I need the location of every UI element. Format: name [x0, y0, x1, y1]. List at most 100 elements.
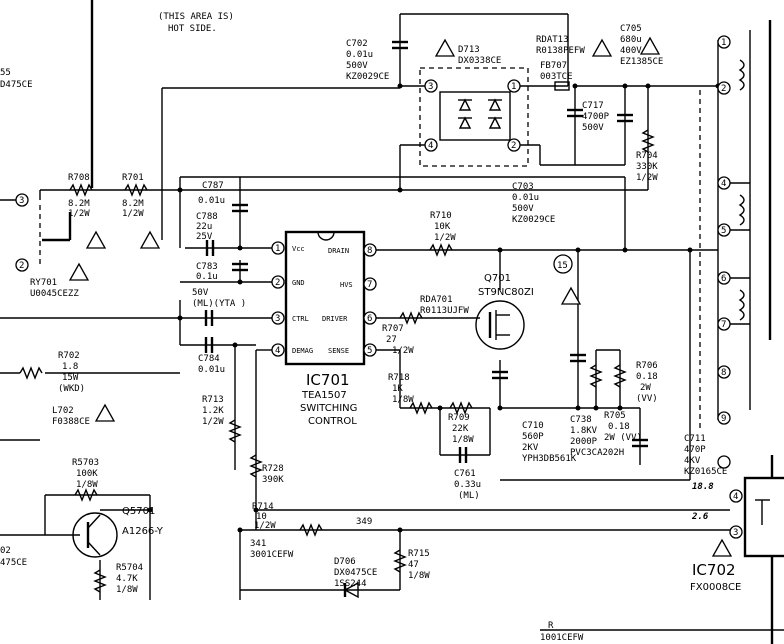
- ic701-pin-vcc: Vcc: [292, 245, 305, 253]
- l702-part: F0388CE: [52, 417, 90, 427]
- q5701-part: A1266-Y: [122, 526, 164, 537]
- mosfet-q701: [475, 300, 525, 350]
- pin-number: 4: [721, 179, 726, 189]
- r713-power: 1/2W: [202, 417, 224, 427]
- d706-part: DX0475CE: [334, 568, 377, 578]
- r718-power: 1/8W: [392, 395, 414, 405]
- ic701-pin-gnd: GND: [292, 279, 305, 287]
- pin-number: 7: [367, 280, 372, 290]
- pin-number: 5: [721, 226, 726, 236]
- ic701-pin-circles: [271, 241, 377, 357]
- c784-value: 0.01u: [198, 365, 225, 375]
- r710-value: 10K: [434, 222, 451, 232]
- r5704-label: R5704: [116, 563, 143, 573]
- r713-value: 1.2K: [202, 406, 224, 416]
- r704-value: 330K: [636, 162, 658, 172]
- q5701-label: Q5701: [122, 506, 155, 517]
- c702-part: KZ0029CE: [346, 72, 389, 82]
- pin-number: 3: [19, 196, 24, 206]
- test-point-circle: [553, 254, 573, 274]
- ic701-pin-drain: DRAIN: [328, 247, 349, 255]
- warning-icon: [434, 38, 456, 57]
- r705-label: R705: [604, 411, 626, 421]
- c717-value: 4700P: [582, 112, 610, 122]
- ic702-pin-circles: [729, 489, 743, 539]
- pin-number: 2: [275, 278, 280, 288]
- ic701-func-2: CONTROL: [308, 416, 357, 427]
- ic702-optocoupler: [743, 476, 784, 558]
- pin-number: 8: [367, 246, 372, 256]
- warning-icon: [85, 230, 107, 249]
- c761-label: C761: [454, 469, 476, 479]
- hot-side-note-2: HOT SIDE.: [168, 24, 217, 34]
- c787-label: C787: [202, 181, 224, 191]
- warning-icon: [560, 286, 582, 305]
- ic701-pin-driver: DRIVER: [322, 315, 348, 323]
- pin-number: 4: [428, 141, 433, 151]
- c710-part: YPH3DB561K: [522, 454, 577, 464]
- c705-part: EZ1385CE: [620, 57, 663, 67]
- pin-number: 4: [275, 346, 280, 356]
- capacitor-symbols: [204, 40, 648, 463]
- edge-labels: 55 D475CE 02 475CE: [0, 68, 33, 568]
- pin-numbers: 1 2 3 4 8 7 6 5 3 1 4 2 3 2 1 2 4 5 6 7 …: [19, 38, 738, 538]
- part-349-label: 349: [356, 517, 372, 527]
- q701-part: ST9NC80ZI: [478, 287, 534, 298]
- pin-number: 9: [721, 414, 726, 424]
- r728-label: R728: [262, 464, 284, 474]
- d713-label: D713: [458, 45, 480, 55]
- ic702-part: FX0008CE: [690, 582, 741, 593]
- pin-number: 1: [275, 244, 280, 254]
- r5703-power: 1/8W: [76, 480, 98, 490]
- r715-value: 47: [408, 560, 419, 570]
- ic701-pin-demag: DEMAG: [292, 347, 313, 355]
- r706-label: R706: [636, 361, 658, 371]
- warning-icon: [94, 403, 116, 422]
- r707-power: 1/2W: [392, 346, 414, 356]
- l702-label: L702: [52, 406, 74, 416]
- r702-type: (WKD): [58, 384, 85, 394]
- c738-label: C738: [570, 415, 592, 425]
- c702-label: C702: [346, 39, 368, 49]
- c711-value: 470P: [684, 445, 706, 455]
- ic702-voltage-pin3: 2.6: [691, 512, 709, 522]
- warning-icon: [639, 36, 661, 55]
- c761-type: (ML): [458, 491, 480, 501]
- pin-number: 6: [721, 274, 726, 284]
- ic701-ref: IC701: [306, 371, 350, 389]
- ry701-label: RY701: [30, 278, 57, 288]
- pin-number: 8: [721, 368, 726, 378]
- r714-value: 10: [256, 512, 267, 522]
- r5703-value: 100K: [76, 469, 98, 479]
- r709-value: 22K: [452, 424, 469, 434]
- c705-label: C705: [620, 24, 642, 34]
- pin-number: 3: [428, 82, 433, 92]
- c738-part: PVC3CA202H: [570, 448, 624, 458]
- relay-pin-circles: [15, 193, 29, 272]
- bottom-ref-part: 1001CEFW: [540, 633, 584, 643]
- r705-power: 2W (VV): [604, 433, 642, 443]
- rda701-label: RDA701: [420, 295, 453, 305]
- ic701-pin-hvs: HVS: [340, 281, 353, 289]
- d713-part: DX0338CE: [458, 56, 501, 66]
- r709-label: R709: [448, 413, 470, 423]
- r704-label: R704: [636, 151, 658, 161]
- c703-value: 0.01u: [512, 193, 539, 203]
- ic702-ref: IC702: [692, 561, 736, 579]
- bridge-pin-circles: [424, 79, 521, 152]
- r705-value: 0.18: [608, 422, 630, 432]
- c788-voltage: 25V: [196, 232, 213, 242]
- pin-number: 5: [367, 346, 372, 356]
- c703-voltage: 500V: [512, 204, 534, 214]
- r701-value: 8.2M: [122, 199, 144, 209]
- pin-number: 2: [511, 141, 516, 151]
- pin-number: 2: [721, 84, 726, 94]
- r708-power: 1/2W: [68, 209, 90, 219]
- r704-power: 1/2W: [636, 173, 658, 183]
- c711-label: C711: [684, 434, 706, 444]
- r5704-value: 4.7K: [116, 574, 138, 584]
- diode-d706: [343, 581, 359, 599]
- ctrl-cap-type: (ML)(YTA ): [192, 299, 246, 309]
